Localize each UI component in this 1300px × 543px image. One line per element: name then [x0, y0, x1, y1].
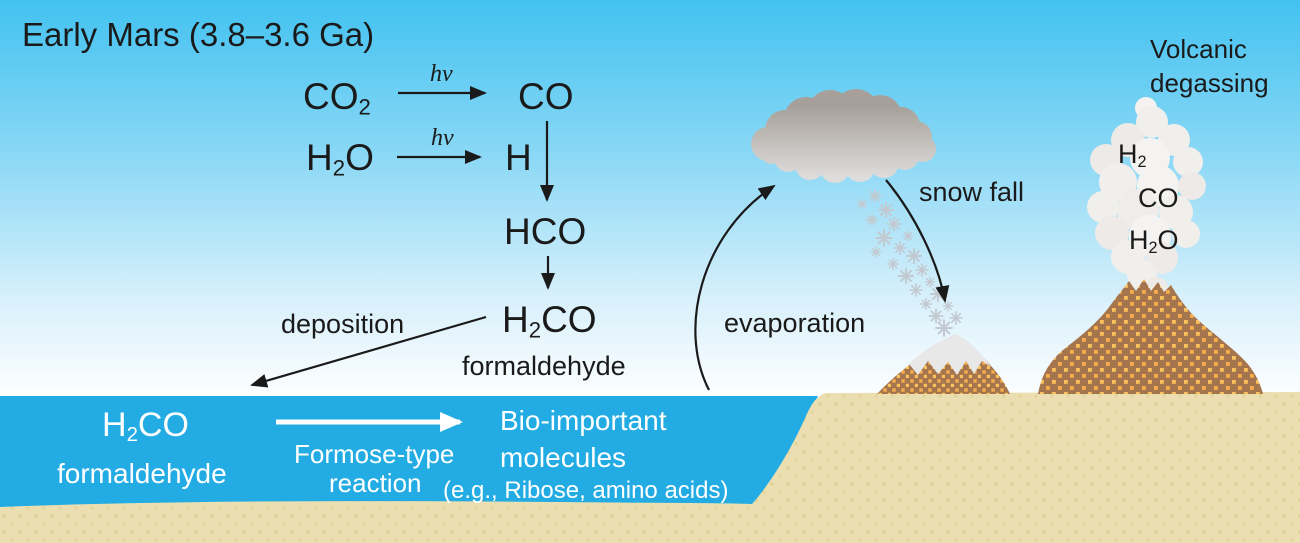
snow-capped-mountain: [877, 334, 1010, 394]
volcanic-degassing-label-line1: Volcanic: [1150, 34, 1247, 64]
formaldehyde-label: formaldehyde: [462, 351, 626, 381]
volcano: [1038, 279, 1263, 394]
rain-cloud: [751, 89, 936, 183]
h2o-formula: H2O: [306, 137, 374, 181]
photon-label-1: hν: [430, 61, 453, 87]
diagram-title: Early Mars (3.8–3.6 Ga): [22, 16, 375, 53]
bio-examples-label: (e.g., Ribose, amino acids): [443, 477, 729, 504]
formose-label-line2: reaction: [329, 468, 422, 498]
evaporation-arrow: [694, 184, 776, 391]
volcanic-degassing-label-line2: degassing: [1150, 68, 1269, 98]
co2-formula: CO2: [303, 76, 371, 120]
hco-formula: HCO: [504, 211, 587, 252]
deposition-arrow: [250, 315, 487, 388]
snow-cap: [901, 334, 991, 375]
ocean: [0, 396, 818, 516]
bio-important-line2: molecules: [500, 442, 627, 473]
snowfall-arrow: [885, 179, 950, 303]
h2co-formula: H2CO: [502, 299, 597, 343]
deposition-label: deposition: [281, 309, 405, 339]
gas-co-formula: CO: [1138, 183, 1179, 213]
evaporation-label: evaporation: [724, 308, 866, 338]
bio-important-line1: Bio-important: [500, 405, 667, 436]
ocean-h2co-formula: H2CO: [102, 406, 189, 447]
formose-label-line1: Formose-type: [294, 439, 455, 469]
gas-h2o-formula: H2O: [1129, 225, 1179, 258]
photon-label-2: hν: [431, 125, 454, 151]
h-formula: H: [505, 137, 532, 178]
snowfall-label: snow fall: [919, 177, 1025, 207]
gas-h2-formula: H2: [1118, 139, 1147, 172]
ocean-formaldehyde-label: formaldehyde: [57, 458, 227, 489]
ground: [0, 392, 1300, 543]
co-formula: CO: [518, 76, 574, 117]
